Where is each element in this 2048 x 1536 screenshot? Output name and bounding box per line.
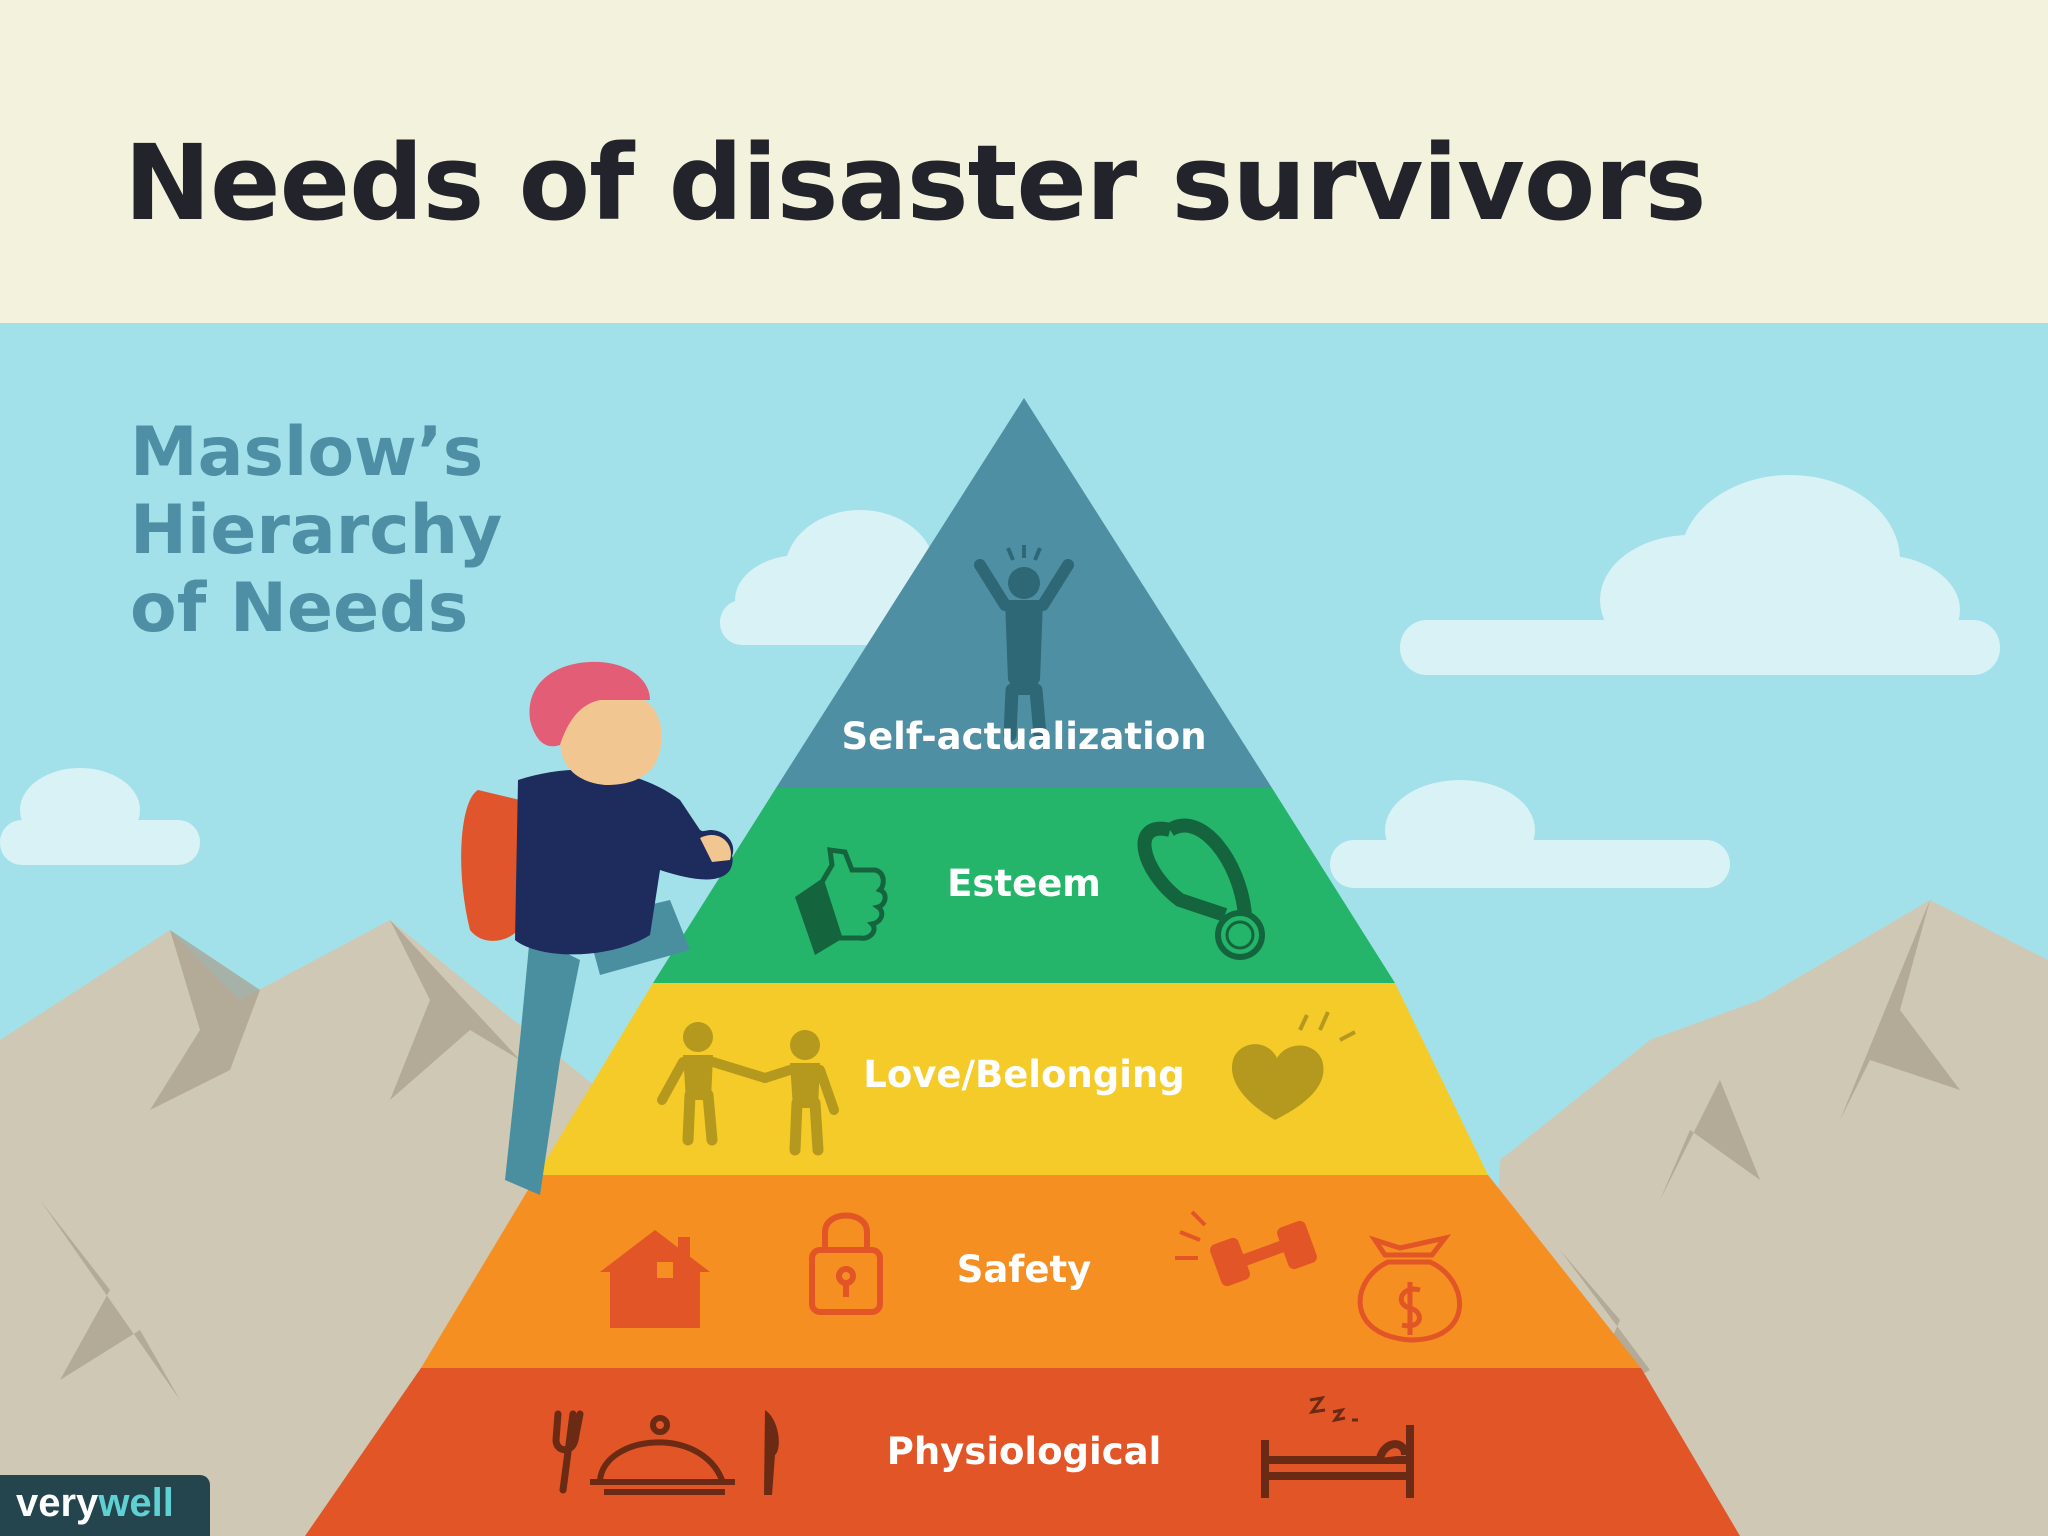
level-label-love-belonging: Love/Belonging [863, 1053, 1185, 1096]
dumbbell-icon [1175, 1210, 1317, 1287]
padlock-icon [809, 1212, 883, 1315]
pyramid-level-love-belonging [537, 983, 1488, 1175]
fork-icon [552, 1410, 584, 1494]
diagram-heading-line: of Needs [130, 569, 469, 648]
pyramid-level-safety [421, 1175, 1641, 1368]
medal-icon [1137, 818, 1265, 960]
two-people-holding-hands-icon [657, 1022, 839, 1156]
slide-title: Needs of disaster survivors [124, 122, 1706, 244]
brand-part-very: very [16, 1481, 99, 1525]
level-label-physiological: Physiological [886, 1430, 1162, 1473]
level-label-safety: Safety [956, 1248, 1092, 1291]
brand-part-well: well [98, 1481, 174, 1525]
brand-wordmark: verywell [16, 1481, 174, 1526]
house-icon [600, 1230, 710, 1328]
climber-illustration [461, 661, 734, 1195]
illustration-background [0, 323, 2048, 1536]
brand-logo: verywell [0, 1475, 210, 1536]
food-cloche-icon [590, 1415, 735, 1495]
diagram-heading-line: Maslow’s [130, 413, 484, 492]
diagram-heading: Maslow’s Hierarchy of Needs [130, 414, 502, 648]
diagram-heading-line: Hierarchy [130, 491, 503, 570]
level-label-self-actualization: Self-actualization [841, 715, 1207, 758]
level-label-esteem: Esteem [947, 862, 1101, 905]
person-arms-raised-icon [974, 545, 1074, 742]
bed-icon [1261, 1395, 1414, 1498]
money-bag-icon [1357, 1234, 1462, 1343]
knife-icon [764, 1410, 779, 1495]
heart-icon [1231, 1011, 1356, 1120]
thumbs-up-icon [795, 847, 888, 955]
slide-header: Needs of disaster survivors [0, 0, 2048, 323]
